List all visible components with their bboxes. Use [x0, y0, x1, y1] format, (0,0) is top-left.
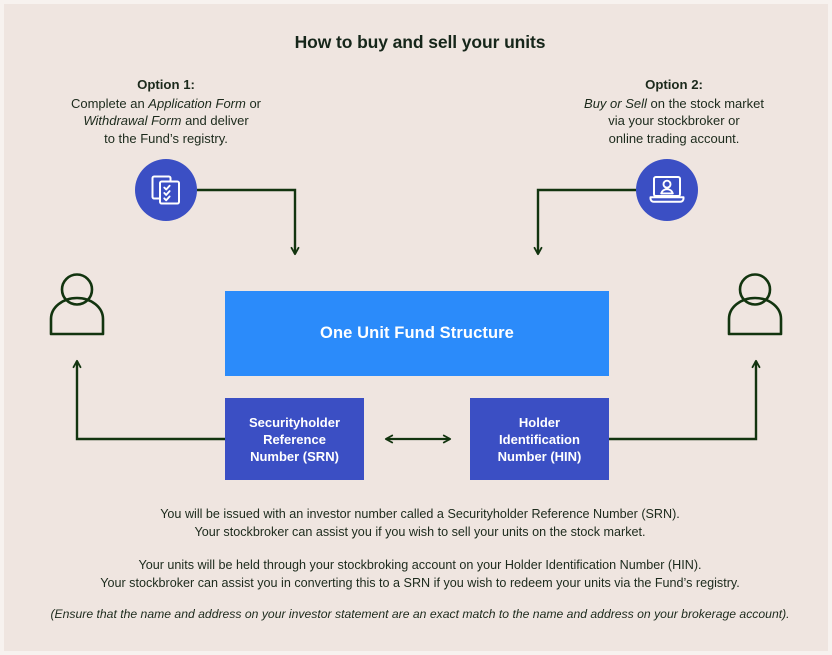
option-2-line-3: online trading account. [608, 130, 740, 146]
option-2-heading: Option 2: [645, 77, 703, 92]
option-2-line-1-post: on the stock market [646, 95, 764, 111]
hin-label: Holder Identification Number (HIN) [498, 414, 582, 465]
option-2-line-2: via your stockbroker or [608, 113, 740, 128]
fund-structure-box: One Unit Fund Structure [225, 291, 609, 376]
left-investor-person-icon [48, 272, 106, 341]
footer-paragraph-2-line-1: Your units will be held through your sto… [138, 558, 702, 572]
hin-label-line-1: Holder [518, 414, 561, 430]
option-1-line-1-pre: Complete an [70, 95, 149, 111]
hin-box: Holder Identification Number (HIN) [470, 398, 609, 480]
option-1-line-1-post: or [245, 95, 262, 111]
laptop-user-icon-badge [636, 159, 698, 221]
form-icon-to-fund-arrow [197, 188, 300, 256]
option-1-line-2-post: and deliver [181, 113, 249, 128]
srn-label-line-3: Number (SRN) [250, 448, 339, 464]
page-title: How to buy and sell your units [294, 32, 546, 52]
fund-structure-label: One Unit Fund Structure [320, 324, 514, 342]
investor-person-icon [49, 273, 105, 336]
hin-label-line-3: Number (HIN) [497, 448, 582, 464]
hin-label-line-2: Identification [499, 431, 580, 447]
footer-paragraph-1: You will be issued with an investor numb… [4, 505, 828, 541]
option-1-line-2: Withdrawal Form and deliver [30, 112, 302, 130]
form-checklist-icon-badge [135, 159, 197, 221]
form-checklist-icon [151, 175, 180, 205]
srn-label-line-1: Securityholder [248, 414, 341, 430]
footer-paragraph-2: Your units will be held through your sto… [4, 556, 828, 592]
footer-paragraph-1-line-1: You will be issued with an investor numb… [160, 507, 680, 521]
footer-note: (Ensure that the name and address on you… [50, 607, 790, 621]
option-1-line-2-italic: Withdrawal Form [83, 113, 182, 128]
footer-paragraph-2-line-2: Your stockbroker can assist you in conve… [100, 576, 740, 590]
srn-box: Securityholder Reference Number (SRN) [225, 398, 364, 480]
laptop-user-icon [649, 176, 685, 203]
option-2-text-block: Option 2: Buy or Sell on the stock marke… [538, 76, 810, 147]
right-investor-person-icon [726, 272, 784, 341]
investor-person-icon [727, 273, 783, 336]
srn-to-left-investor-arrow [72, 359, 225, 441]
hin-to-right-investor-arrow [609, 359, 761, 441]
footer-paragraph-1-line-2: Your stockbroker can assist you if you w… [194, 525, 646, 539]
option-2-line-1: Buy or Sell on the stock market [538, 95, 810, 113]
srn-label: Securityholder Reference Number (SRN) [249, 414, 340, 465]
laptop-icon-to-fund-arrow [533, 188, 636, 256]
option-1-line-3: to the Fund’s registry. [104, 130, 228, 146]
option-1-line-1-italic: Application Form [148, 95, 246, 111]
option-1-line-1: Complete an Application Form or [30, 95, 302, 113]
option-2-line-1-italic: Buy or Sell [584, 95, 647, 111]
option-1-heading: Option 1: [137, 77, 195, 92]
srn-label-line-2: Reference [263, 431, 326, 447]
option-1-text-block: Option 1: Complete an Application Form o… [30, 76, 302, 147]
